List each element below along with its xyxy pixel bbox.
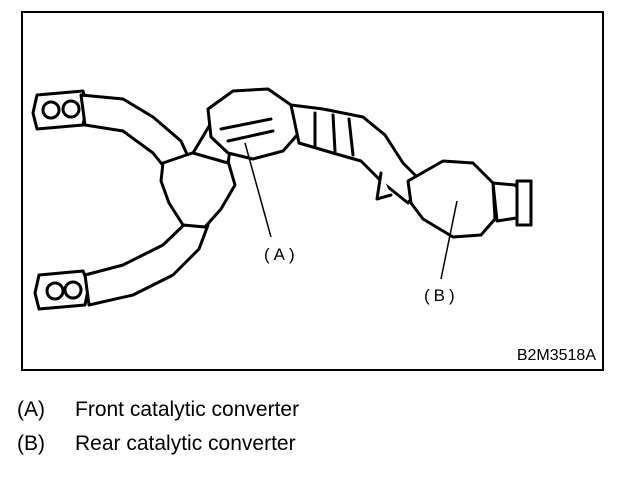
rear-catalytic-converter [406, 159, 497, 239]
lower-branch-pipe [83, 219, 210, 307]
lower-flange [33, 269, 91, 311]
exhaust-diagram-frame: (A) (B) B2M3518A [21, 11, 604, 371]
outlet-flange [515, 179, 533, 227]
middle-pipe [289, 103, 425, 205]
legend-item-b: (B) Rear catalytic converter [17, 432, 296, 456]
legend-key: (B) [17, 432, 45, 455]
exhaust-pipe-drawing [31, 87, 533, 311]
legend-text: Rear catalytic converter [75, 432, 296, 455]
callout-a: (A) [264, 245, 299, 264]
legend-item-a: (A) Front catalytic converter [17, 398, 299, 422]
callout-b: (B) [424, 286, 459, 305]
legend-text: Front catalytic converter [75, 398, 300, 421]
figure-code: B2M3518A [516, 347, 596, 364]
leader-line-b [440, 200, 458, 280]
upper-flange [31, 89, 89, 131]
legend-key: (A) [17, 398, 45, 421]
leader-line-a [244, 142, 272, 238]
